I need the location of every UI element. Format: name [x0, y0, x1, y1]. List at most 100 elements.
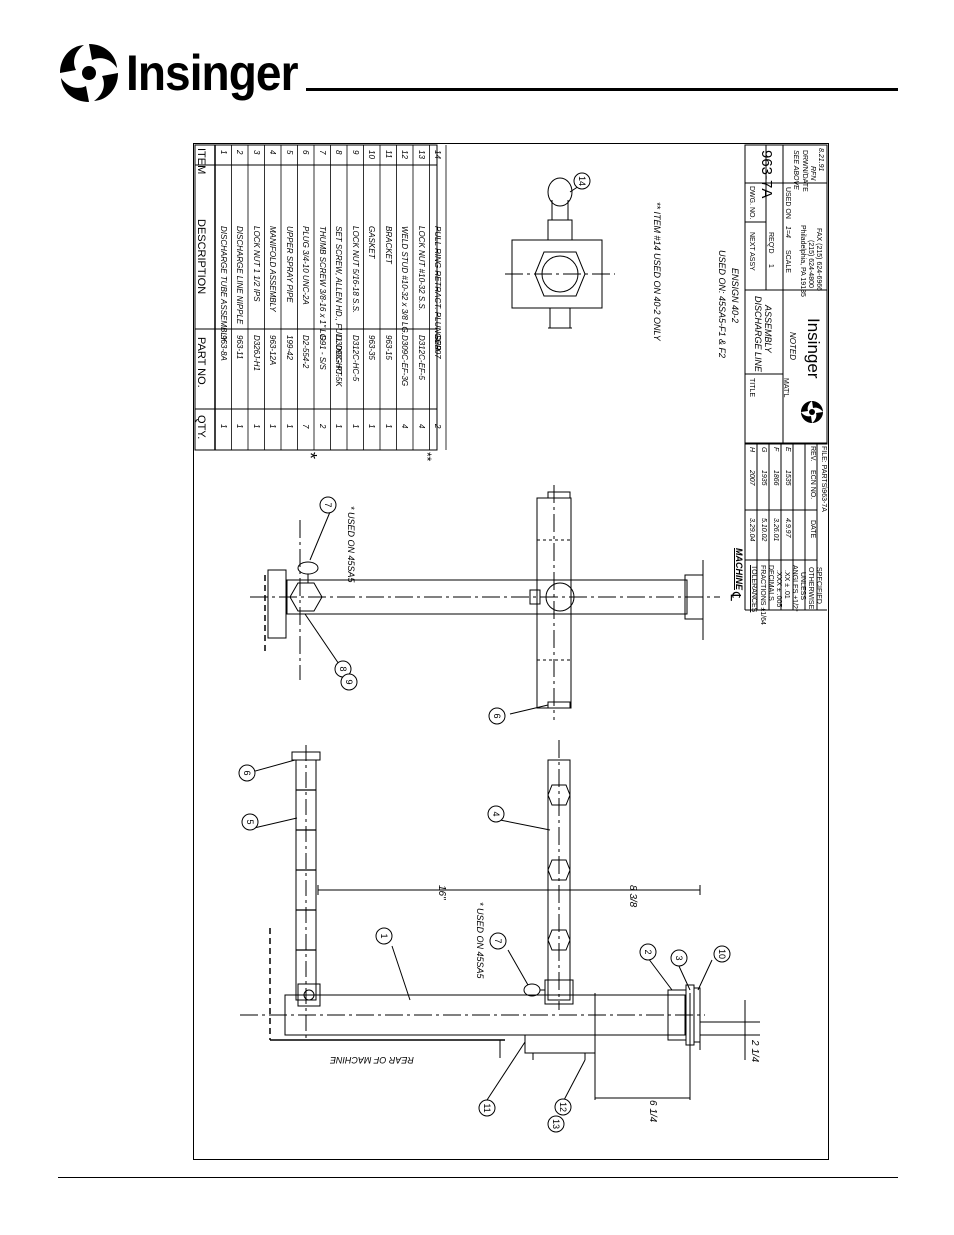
tb-address: Philadelphia, PA 19135 [799, 225, 806, 297]
svg-text:8: 8 [338, 666, 348, 671]
brand-wordmark: Insinger [126, 45, 298, 101]
table-cell-part-no: 199-42 [284, 335, 294, 360]
rev-cell-date: 4.9.97 [784, 518, 791, 538]
rev-cell-date: 3.26.01 [772, 518, 779, 542]
tb-company: Insinger [804, 318, 823, 379]
tb-phone: (215) 624-4800 [807, 240, 814, 288]
balloon-6a [238, 764, 256, 782]
table-cell-qty: 1 [218, 424, 228, 429]
table-cell-qty: 1 [334, 424, 343, 429]
svg-text:6: 6 [242, 770, 252, 775]
rev-cell-rev: G [760, 447, 767, 453]
table-cell-item: 11 [383, 150, 393, 159]
table-cell-item: 6 [301, 150, 310, 155]
tb-fax: FAX (215) 624-6966 [815, 228, 822, 292]
note-used-on-2: ENSIGN 40-2 [730, 268, 740, 324]
rev-cell-date: 3.29.04 [748, 518, 755, 542]
table-cell-item: 10 [367, 150, 376, 159]
tb-dwg-value: 963-7A [758, 150, 775, 199]
table-cell-part-no: D2-554-2 [301, 335, 310, 369]
table-header-qty: QTY. [195, 415, 207, 440]
item-balloons [238, 172, 731, 1133]
svg-text:5: 5 [245, 819, 255, 824]
table-cell-qty: 1 [350, 424, 360, 429]
table-header-item: ITEM [195, 148, 207, 175]
table-cell-item: 12 [400, 150, 409, 159]
tb-scale-label: SCALE [784, 250, 791, 273]
dim-2-1-4: 2 1/4 [749, 1040, 760, 1063]
svg-text:14: 14 [577, 176, 587, 186]
table-cell-item: 14 [433, 150, 442, 159]
balloon-9 [340, 673, 358, 691]
balloon-12 [554, 1098, 572, 1116]
tb-reqd-value: 1 [767, 264, 774, 268]
table-cell-qty: 1 [251, 424, 261, 429]
table-cell-qty: 4 [400, 424, 409, 429]
svg-text:3: 3 [674, 955, 684, 960]
svg-text:6: 6 [492, 713, 502, 718]
tb-used-on-value: SEE ABOVE [792, 150, 799, 190]
balloon-4 [487, 805, 505, 823]
table-cell-item: 9 [350, 150, 360, 155]
dim-6-1-4: 6 1/4 [647, 1100, 658, 1123]
table-cell-part-no: D312C-EF-5 [416, 335, 426, 380]
table-cell-item: 3 [251, 150, 261, 155]
svg-text:10: 10 [717, 949, 727, 959]
table-cell-qty: 4 [416, 424, 426, 429]
table-cell-item: 1 [218, 150, 228, 155]
table-cell-part-no: 963-35 [367, 335, 376, 360]
tol-otherwise: OTHERWISE [807, 567, 814, 610]
balloon-2 [639, 943, 657, 961]
header-rule [306, 88, 898, 91]
table-cell-item: 8 [334, 150, 343, 155]
table-header-part-no: PART NO. [195, 337, 207, 388]
table-cell-qty: 2 [433, 424, 442, 429]
svg-text:1: 1 [379, 933, 389, 938]
table-cell-qty: 1 [367, 424, 376, 429]
table-cell-description: PULL RING RETRACT. PLUNGER [433, 226, 442, 351]
marker-star: * [300, 452, 320, 460]
tb-drawn-by: RFN [809, 166, 816, 181]
marker-double-star: ** [420, 452, 434, 462]
note-used-on-45sa5-upper: * USED ON 45SA5 [346, 506, 356, 583]
table-cell-part-no: 963-12A [268, 335, 277, 366]
tb-drawn-label: DRWN/DATE [801, 150, 808, 192]
insinger-small-swirl-icon [801, 401, 823, 423]
table-cell-description: LOCK NUT 5/16-18 S.S. [350, 226, 360, 314]
table-cell-description: SET SCREW, ALLEN HD., FULL DOG PT. [334, 226, 343, 377]
table-cell-description: UPPER SPRAY PIPE [284, 226, 294, 303]
table-cell-description: MANIFOLD ASSEMBLY [268, 226, 277, 312]
centerline-symbol: ℄ [728, 592, 744, 601]
table-cell-part-no: D312C-HC-5 [350, 335, 360, 382]
balloon-13 [547, 1115, 565, 1133]
table-cell-item: 4 [268, 150, 277, 155]
tb-matl-label: MAT'L [782, 378, 789, 398]
tol-angles: ANGLES ±1/2° [791, 565, 798, 612]
tb-title-1: DISCHARGE LINE [753, 296, 763, 373]
tb-drawn-date: 8.21.91 [817, 148, 824, 172]
svg-text:7: 7 [493, 938, 503, 943]
table-cell-description: WELD STUD #10-32 x 3/8 LG. [400, 226, 409, 335]
tol-xx: .XX ± .01 [783, 570, 790, 599]
tb-next-assy: NEXT ASSY [748, 232, 755, 271]
table-cell-description: BRACKET [383, 226, 393, 264]
rev-cell-rev: H [748, 447, 755, 453]
rev-header-rev: REV. [809, 446, 816, 462]
table-cell-part-no: D326J-H1 [251, 335, 261, 372]
note-used-on-45sa5-lower: * USED ON 45SA5 [475, 902, 485, 979]
rev-header-date: DATE [809, 520, 816, 539]
rev-cell-ecn: 2007 [748, 470, 755, 486]
rev-cell-date: 5.10.02 [760, 518, 767, 542]
balloon-7b [319, 496, 337, 514]
tb-title-2: ASSEMBLY [763, 305, 773, 353]
note-item14: ** ITEM #14 USED ON 40-2 ONLY [652, 202, 662, 341]
dim-8-3-8: 8 3/8 [627, 885, 638, 908]
balloon-5 [241, 813, 259, 831]
table-cell-description: LOCK NUT #10-32 S.S. [416, 226, 426, 311]
brand-logo: Insinger [58, 42, 312, 104]
svg-text:7: 7 [323, 502, 333, 507]
rev-header-ecn: ECN NO. [809, 470, 816, 500]
tb-dwg-label: DWG. NO. [748, 186, 755, 220]
table-cell-description: LOCK NUT 1 1/2 IPS [251, 226, 261, 302]
